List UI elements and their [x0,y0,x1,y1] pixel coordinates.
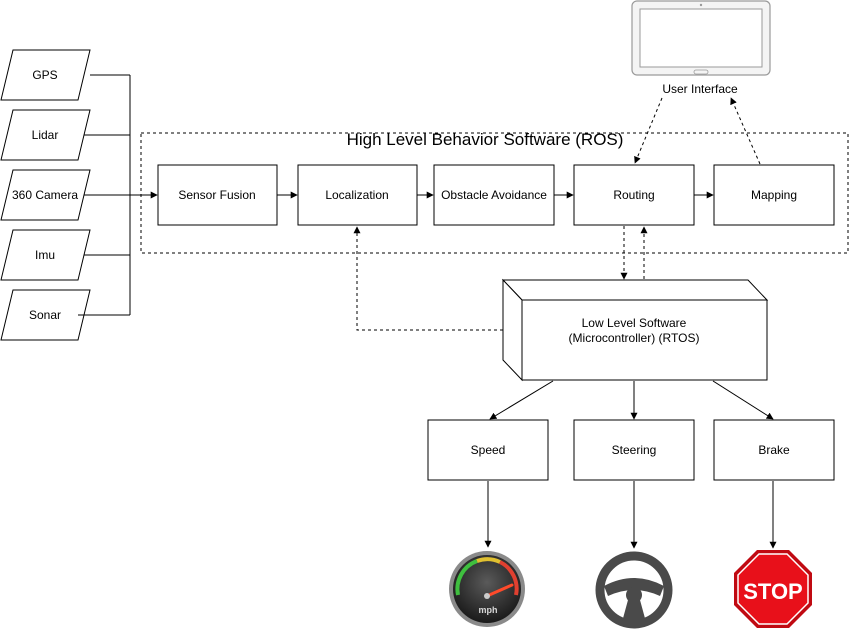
mapping-label: Mapping [751,188,797,202]
ui-links [634,97,761,165]
low-level-software-box: Low Level Software (Microcontroller) (RT… [501,278,769,382]
input-gps-label: GPS [32,68,57,82]
low-level-line1: Low Level Software [582,316,687,330]
low-level-line2: (Microcontroller) (RTOS) [569,331,700,345]
input-lidar-label: Lidar [32,128,59,142]
box-localization: Localization [297,164,418,226]
input-gps: GPS [0,49,91,101]
input-imu: Imu [0,229,91,281]
stop-sign-text: STOP [743,579,803,604]
box-brake: Brake [713,419,835,481]
speed-label: Speed [471,443,506,457]
box-mapping: Mapping [713,164,835,226]
brake-label: Brake [758,443,790,457]
input-sonar-label: Sonar [29,308,61,322]
steering-label: Steering [612,443,657,457]
ros-title: High Level Behavior Software (ROS) [347,130,624,149]
low-level-output-arrows [489,380,774,420]
user-interface-label: User Interface [662,82,738,96]
routing-low-level-links [620,226,648,280]
input-bus [78,74,158,316]
box-speed: Speed [427,419,549,481]
tablet-icon [631,0,771,76]
speedometer-unit: mph [479,605,498,615]
input-imu-label: Imu [35,248,55,262]
box-steering: Steering [573,419,695,481]
speedometer-icon: mph [449,551,525,627]
box-obstacle-avoidance: Obstacle Avoidance [433,164,555,226]
stop-sign-icon: STOP [734,550,812,628]
input-sonar: Sonar [0,289,91,341]
low-level-localization-link [353,226,503,331]
sensor-fusion-label: Sensor Fusion [178,188,255,202]
input-camera: 360 Camera [0,169,91,221]
steering-wheel-icon [595,551,673,629]
localization-label: Localization [325,188,388,202]
routing-label: Routing [613,188,654,202]
box-sensor-fusion: Sensor Fusion [157,164,278,226]
output-icon-arrows [484,481,777,549]
obstacle-avoidance-label: Obstacle Avoidance [441,188,547,202]
box-routing: Routing [573,164,695,226]
input-camera-label: 360 Camera [12,188,78,202]
input-lidar: Lidar [0,109,91,161]
